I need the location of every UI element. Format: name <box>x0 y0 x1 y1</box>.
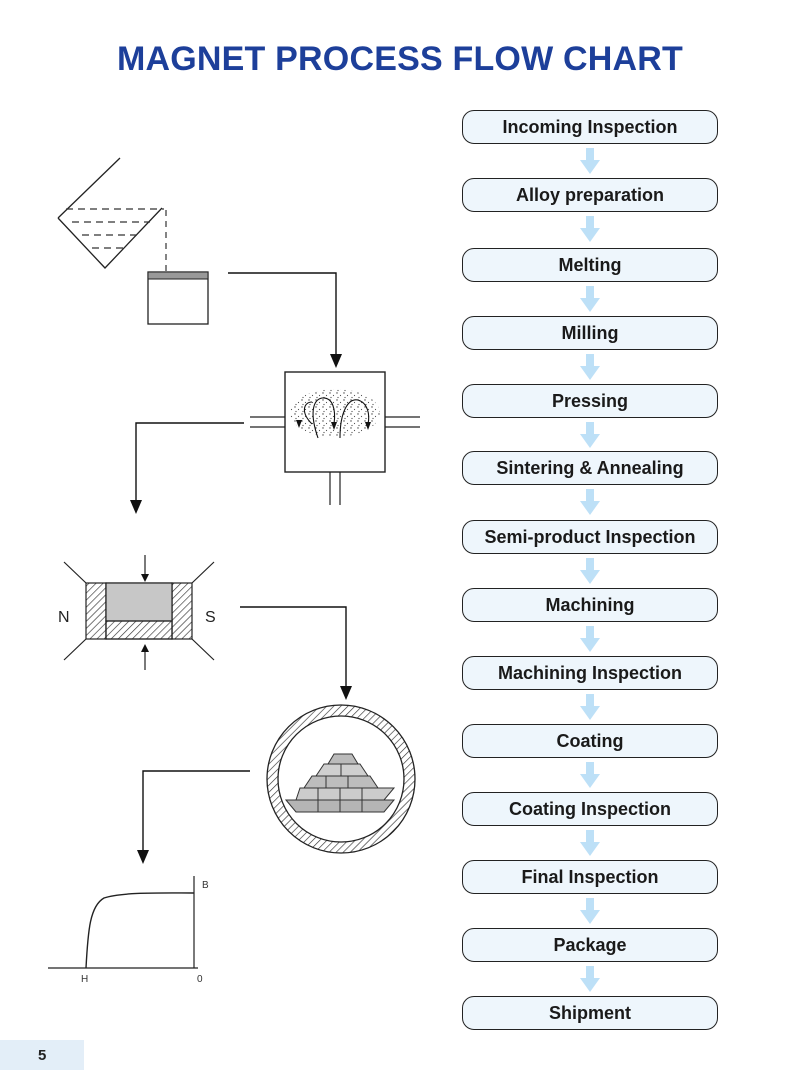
magnetic-press-illustration <box>63 555 215 670</box>
step-down-arrow-icon <box>580 489 600 515</box>
step-down-arrow-icon <box>580 422 600 448</box>
step-down-arrow-icon <box>580 762 600 788</box>
step-down-arrow-icon <box>580 626 600 652</box>
h-axis-label: H <box>81 974 88 985</box>
south-pole-label: S <box>205 609 216 626</box>
step-alloy-preparation: Alloy preparation <box>462 178 718 212</box>
step-sintering-annealing: Sintering & Annealing <box>462 451 718 485</box>
jet-mill-illustration <box>250 371 420 505</box>
b-axis-label: B <box>202 880 209 891</box>
step-down-arrow-icon <box>580 286 600 312</box>
origin-label: 0 <box>197 974 203 985</box>
step-down-arrow-icon <box>580 558 600 584</box>
sintering-furnace-illustration <box>266 704 416 854</box>
step-melting: Melting <box>462 248 718 282</box>
connector-arrow <box>240 606 352 700</box>
step-down-arrow-icon <box>580 354 600 380</box>
step-pressing: Pressing <box>462 384 718 418</box>
step-down-arrow-icon <box>580 966 600 992</box>
step-coating: Coating <box>462 724 718 758</box>
page-title: MAGNET PROCESS FLOW CHART <box>117 40 683 78</box>
step-package: Package <box>462 928 718 962</box>
step-coating-inspection: Coating Inspection <box>462 792 718 826</box>
step-final-inspection: Final Inspection <box>462 860 718 894</box>
step-semi-product-inspection: Semi-product Inspection <box>462 520 718 554</box>
step-milling: Milling <box>462 316 718 350</box>
connector-arrow <box>228 272 342 368</box>
connector-arrow <box>137 770 250 864</box>
step-machining-inspection: Machining Inspection <box>462 656 718 690</box>
step-down-arrow-icon <box>580 830 600 856</box>
demagnetization-curve-illustration <box>48 876 198 969</box>
step-down-arrow-icon <box>580 148 600 174</box>
page-number: 5 <box>0 1040 84 1070</box>
step-down-arrow-icon <box>580 898 600 924</box>
north-pole-label: N <box>58 609 70 626</box>
step-down-arrow-icon <box>580 694 600 720</box>
step-shipment: Shipment <box>462 996 718 1030</box>
connector-arrow <box>130 422 244 514</box>
step-down-arrow-icon <box>580 216 600 242</box>
melting-crucible-illustration <box>57 157 209 325</box>
step-incoming-inspection: Incoming Inspection <box>462 110 718 144</box>
step-machining: Machining <box>462 588 718 622</box>
